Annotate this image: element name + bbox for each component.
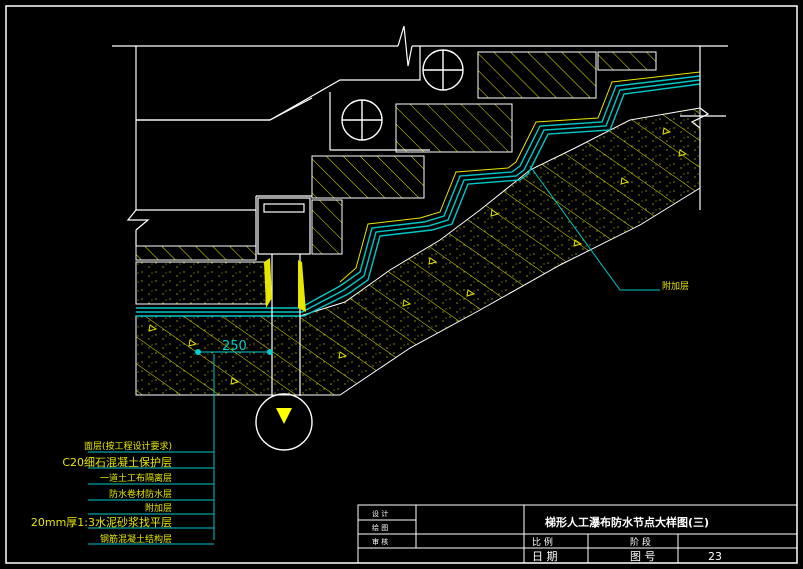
drawing-title: 梯形人工瀑布防水节点大样图(三)	[545, 515, 709, 529]
date-label: 日 期	[532, 550, 558, 563]
section-marker-icon	[255, 393, 313, 451]
step-blocks	[135, 51, 657, 305]
additional-layer	[339, 71, 701, 283]
legend: 面层(按工程设计要求) C20细石混凝土保护层 一道土工布隔离层 防水卷材防水层…	[31, 440, 172, 545]
legend-item: C20细石混凝土保护层	[62, 455, 172, 469]
legend-item: 一道土工布隔离层	[100, 472, 172, 484]
legend-leaders	[88, 354, 215, 545]
upper-structure	[112, 25, 728, 260]
scale-label: 比 例	[532, 536, 553, 548]
reviewer-label: 审 核	[372, 537, 388, 546]
pipe-icon	[341, 49, 464, 141]
title-block-text: 设 计 绘 图 审 核 梯形人工瀑布防水节点大样图(三) 比 例 阶 段 日 期…	[372, 509, 722, 563]
legend-item: 面层(按工程设计要求)	[84, 440, 172, 452]
drawing-no-label: 图 号	[630, 550, 656, 563]
waterproof-membrane	[136, 75, 701, 317]
legend-item: 防水卷材防水层	[109, 488, 172, 500]
stage-label: 阶 段	[630, 536, 651, 548]
legend-item: 附加层	[145, 502, 172, 514]
legend-item: 20mm厚1:3水泥砂浆找平层	[31, 515, 172, 529]
designer-label: 设 计	[372, 509, 388, 518]
dimension-line	[195, 349, 273, 355]
drawing-no-value: 23	[708, 550, 722, 563]
title-block	[357, 504, 798, 564]
concrete-speckle	[136, 108, 700, 395]
slot-fill	[264, 258, 306, 312]
aggregate-marks	[148, 127, 688, 385]
annotation-leader	[529, 165, 660, 291]
legend-item: 钢筋混凝土结构层	[100, 533, 172, 545]
drafter-label: 绘 图	[372, 523, 388, 532]
dimension-value: 250	[222, 339, 247, 354]
annotation-additional-layer: 附加层	[662, 280, 689, 292]
